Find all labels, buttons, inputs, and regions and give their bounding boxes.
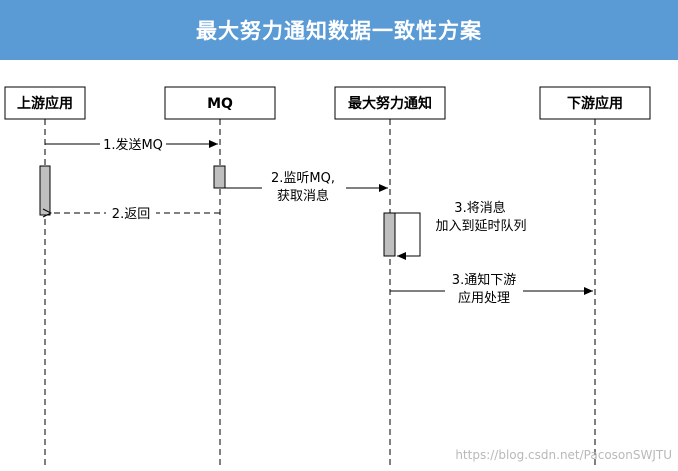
participant-box-mq — [164, 86, 276, 120]
activation-upstream — [39, 165, 51, 216]
activation-mq — [213, 165, 226, 189]
self-message-arrow — [395, 212, 421, 260]
watermark-text: https://blog.csdn.net/PacosonSWJTU — [455, 448, 672, 462]
message-label-bg-1 — [100, 136, 166, 152]
return-label: 2.返回 — [112, 207, 150, 222]
participant-label-downstream: 下游应用 — [567, 95, 623, 112]
self-message-label-1: 3.将消息 — [454, 200, 505, 216]
return-label-bg — [106, 205, 156, 221]
message-label-2a: 2.监听MQ, — [271, 171, 335, 186]
participant-box-downstream — [539, 86, 651, 120]
participant-box-notifier — [334, 86, 446, 120]
message-label-1: 1.发送MQ — [103, 137, 163, 153]
title-banner: 最大努力通知数据一致性方案 — [0, 0, 678, 60]
self-message-label-2: 加入到延时队列 — [435, 219, 526, 234]
diagram-title: 最大努力通知数据一致性方案 — [196, 19, 482, 43]
message-label-bg-3 — [445, 271, 523, 307]
activation-notifier — [383, 212, 396, 257]
participant-label-notifier: 最大努力通知 — [348, 95, 432, 112]
message-label-2b: 获取消息 — [277, 188, 329, 204]
participant-label-mq: MQ — [207, 96, 233, 112]
message-label-bg-2 — [262, 170, 346, 206]
message-label-3b: 应用处理 — [458, 290, 510, 306]
message-label-3a: 3.通知下游 — [452, 272, 516, 288]
participant-label-upstream: 上游应用 — [17, 95, 73, 112]
